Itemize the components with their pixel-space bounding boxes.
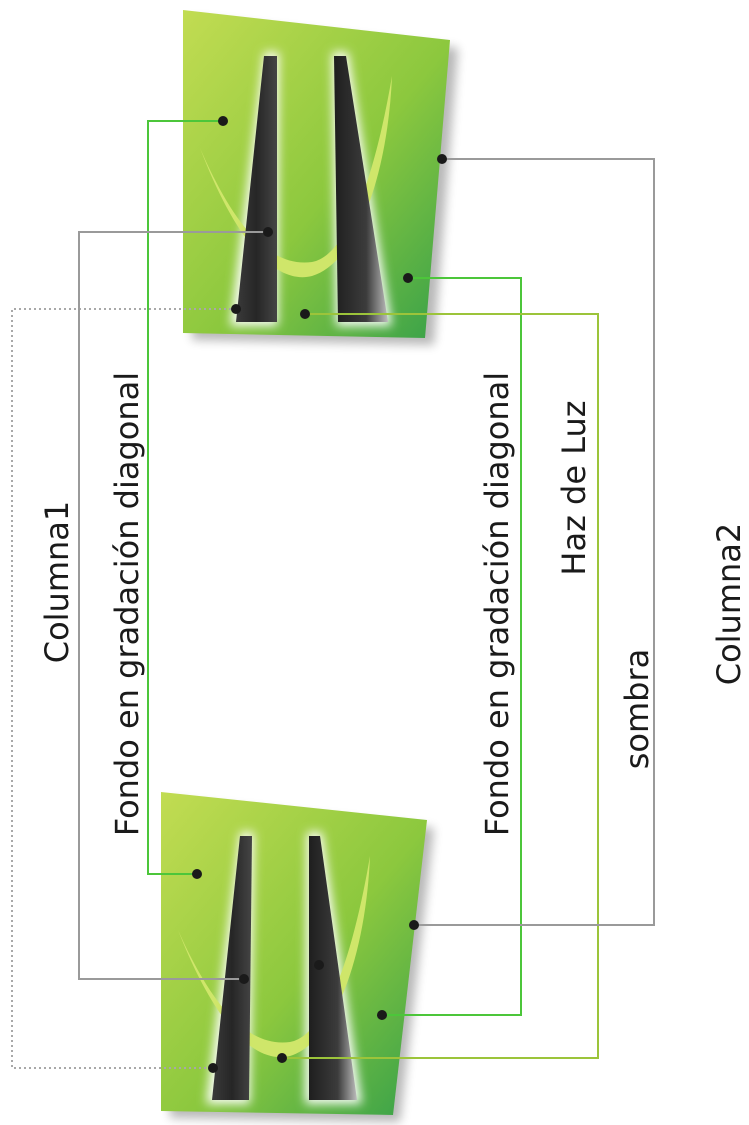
logo-bottom bbox=[161, 792, 434, 1122]
connector-sombra bbox=[414, 158, 655, 926]
dot-haz-bottom bbox=[277, 1053, 287, 1063]
dot-fondo-right-bottom bbox=[377, 1010, 387, 1020]
dot-haz-top bbox=[300, 309, 310, 319]
logo-bottom-column1 bbox=[212, 836, 252, 1100]
label-haz-de-luz: Haz de Luz bbox=[555, 400, 593, 575]
dot-sombra-bottom bbox=[409, 920, 419, 930]
label-columna2: Columna2 bbox=[710, 523, 748, 686]
label-columna1: Columna1 bbox=[38, 501, 76, 664]
dot-fondo-left-bottom bbox=[192, 869, 202, 879]
connector-fondo-right bbox=[382, 277, 522, 1016]
dot-fondo-right-top bbox=[403, 273, 413, 283]
label-fondo-left: Fondo en gradación diagonal bbox=[108, 372, 146, 836]
dot-sombra-top bbox=[437, 154, 447, 164]
logo-bottom-column2 bbox=[309, 836, 357, 1100]
logo-top-column2 bbox=[334, 56, 388, 322]
dot-column-gray-top bbox=[263, 227, 273, 237]
connector-columna1 bbox=[11, 308, 236, 1069]
label-fondo-right: Fondo en gradación diagonal bbox=[478, 372, 516, 836]
label-sombra: sombra bbox=[618, 649, 656, 770]
dot-column-gray-bottom bbox=[239, 974, 249, 984]
dot-columna1-bottom bbox=[208, 1063, 218, 1073]
connector-fondo-left bbox=[147, 120, 223, 875]
logo-top-background bbox=[183, 10, 450, 338]
logo-top bbox=[183, 10, 458, 345]
dot-columna1-top bbox=[231, 304, 241, 314]
connector-column-gray bbox=[78, 231, 268, 980]
connector-haz-de-luz bbox=[282, 313, 599, 1059]
logo-bottom-background bbox=[161, 792, 427, 1115]
dot-column2-bottom bbox=[314, 960, 324, 970]
dot-fondo-left-top bbox=[218, 116, 228, 126]
logo-top-column1 bbox=[236, 56, 277, 322]
